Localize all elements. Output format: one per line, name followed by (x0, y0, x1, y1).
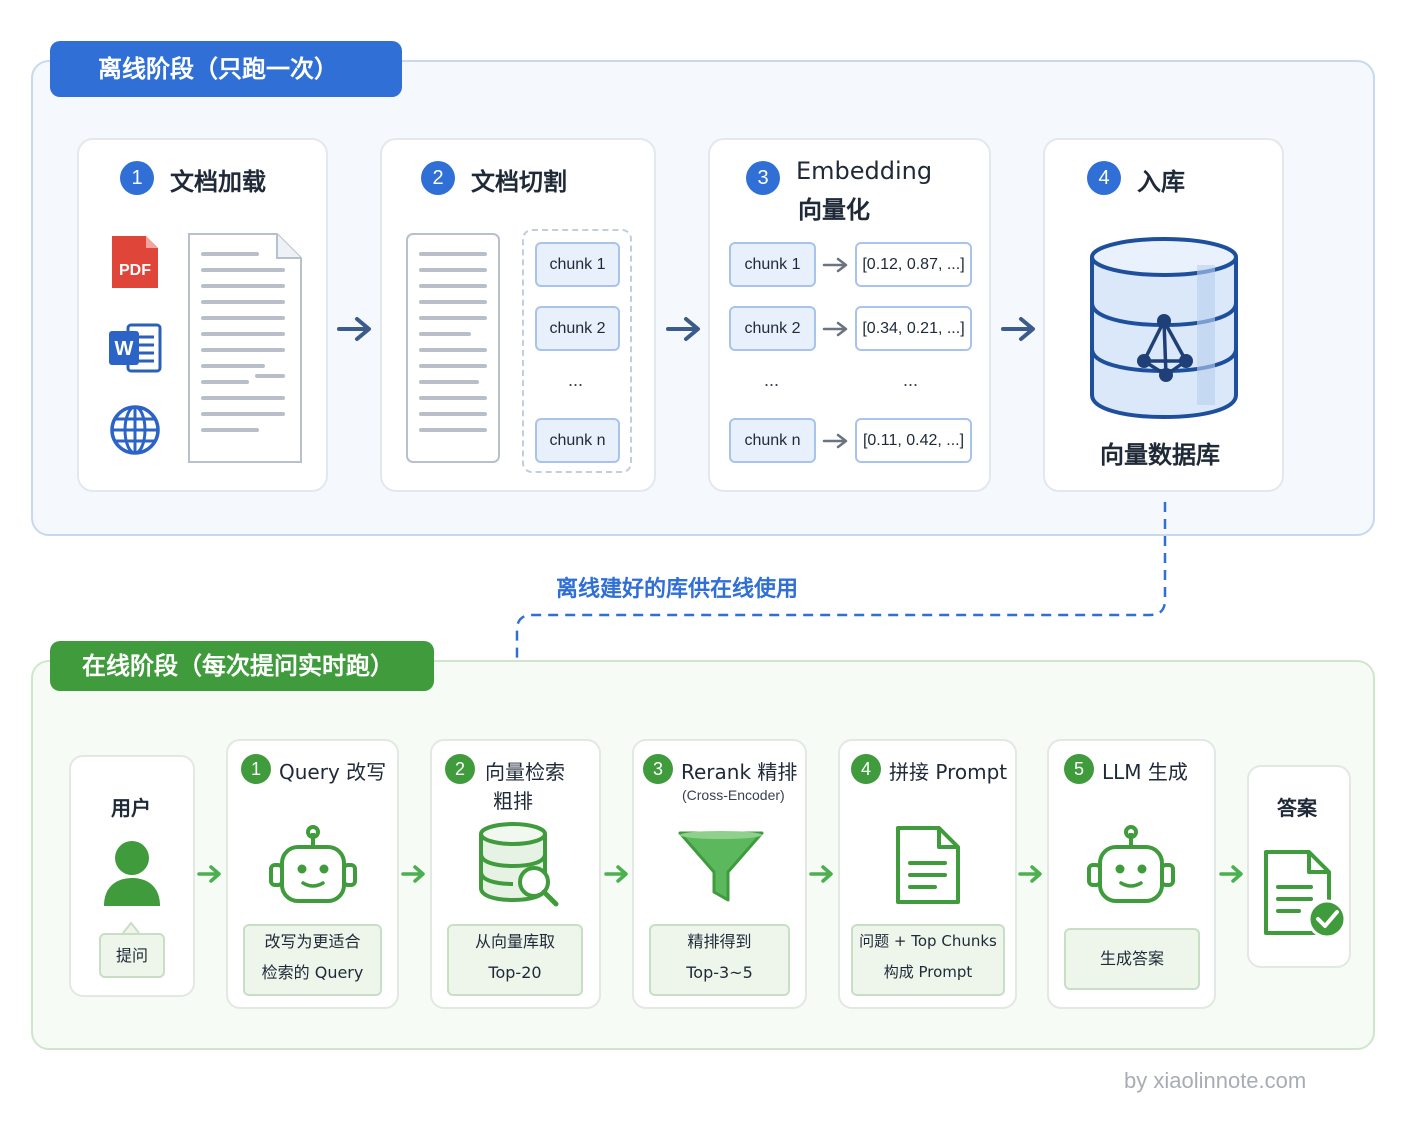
globe-icon (110, 405, 160, 455)
prompt-title: 拼接 Prompt (889, 760, 1008, 784)
online-step-number-2: 2 (445, 754, 475, 784)
vector-retrieval-box: 从向量库取 Top-20 (447, 924, 583, 996)
answer-document-check-icon (1264, 850, 1347, 939)
embedding-title: Embedding (796, 157, 933, 185)
vector-1: [0.12, 0.87, ...] (855, 242, 972, 287)
llm-title: LLM 生成 (1102, 760, 1188, 784)
embed-chunk-ellipsis: ... (764, 370, 780, 390)
document-icon (896, 826, 960, 904)
vector-retrieval-box-line1: 从向量库取 (474, 932, 555, 951)
rerank-box-line1: 精排得到 (687, 932, 752, 951)
step-number-3: 3 (746, 161, 780, 195)
speech-bubble-tail (122, 921, 140, 934)
chunk-group (522, 229, 632, 473)
prompt-box-line1: 问题 + Top Chunks (859, 932, 997, 950)
llm-box: 生成答案 (1064, 928, 1200, 990)
embed-chunk-n: chunk n (729, 418, 816, 463)
arrow-icon (604, 865, 628, 883)
small-arrow-icon (822, 433, 848, 449)
vector-n: [0.11, 0.42, ...] (855, 418, 972, 463)
answer-title: 答案 (1277, 796, 1317, 820)
rerank-box-line2: Top-3~5 (686, 963, 753, 982)
vector-retrieval-box-line2: Top-20 (488, 963, 542, 982)
arrow-icon (1219, 865, 1243, 883)
small-arrow-icon (822, 257, 848, 273)
word-icon-label: W (115, 338, 134, 360)
query-rewrite-title: Query 改写 (279, 760, 387, 784)
prompt-box: 问题 + Top Chunks 构成 Prompt (851, 924, 1005, 996)
arrow-icon (401, 865, 425, 883)
embed-chunk-2: chunk 2 (729, 306, 816, 351)
chunk-n: chunk n (535, 418, 620, 463)
ask-bubble: 提问 (99, 933, 165, 978)
arrow-icon (197, 865, 221, 883)
footer-credit: by xiaolinnote.com (1124, 1068, 1307, 1093)
vector-database-icon (1090, 237, 1238, 420)
step-number-2: 2 (421, 161, 455, 195)
vector-ellipsis: ... (903, 370, 919, 390)
robot-icon (1087, 825, 1175, 903)
small-arrow-icon (822, 321, 848, 337)
word-icon: W (109, 323, 162, 373)
query-rewrite-box: 改写为更适合 检索的 Query (243, 924, 382, 996)
arrow-icon (337, 317, 371, 341)
pdf-icon-label: PDF (119, 262, 151, 279)
vector-retrieval-title: 向量检索 (485, 760, 565, 784)
online-step-number-3: 3 (643, 754, 673, 784)
query-rewrite-box-line2: 检索的 Query (261, 963, 364, 982)
online-step-number-4: 4 (851, 754, 881, 784)
rerank-subtitle: (Cross-Encoder) (682, 787, 785, 803)
vector-2: [0.34, 0.21, ...] (855, 306, 972, 351)
prompt-box-line2: 构成 Prompt (883, 963, 973, 981)
robot-icon (269, 825, 357, 903)
connector-note: 离线建好的库供在线使用 (556, 577, 799, 602)
online-step-number-5: 5 (1064, 754, 1094, 784)
doc-load-title: 文档加载 (170, 168, 266, 196)
arrow-icon (809, 865, 833, 883)
step-number-1: 1 (120, 161, 154, 195)
doc-split-title: 文档切割 (471, 168, 567, 196)
arrow-icon (1018, 865, 1042, 883)
store-title: 入库 (1137, 168, 1185, 196)
user-avatar-icon (104, 841, 160, 906)
user-title: 用户 (111, 796, 151, 820)
chunk-1: chunk 1 (535, 242, 620, 287)
vector-retrieval-subtitle: 粗排 (493, 789, 533, 813)
arrow-icon (1001, 317, 1035, 341)
document-page-icon (188, 233, 302, 463)
query-rewrite-box-line1: 改写为更适合 (264, 932, 361, 951)
funnel-icon (678, 831, 764, 902)
arrow-icon (666, 317, 700, 341)
embed-chunk-1: chunk 1 (729, 242, 816, 287)
database-search-icon (479, 822, 559, 907)
pdf-icon: PDF (112, 236, 158, 288)
offline-stage-title: 离线阶段（只跑一次） (50, 41, 402, 97)
online-step-number-1: 1 (241, 754, 271, 784)
chunk-ellipsis: ... (568, 370, 584, 390)
embedding-subtitle: 向量化 (798, 196, 870, 224)
vector-database-label: 向量数据库 (1100, 441, 1220, 469)
rerank-title: Rerank 精排 (681, 760, 798, 784)
step-number-4: 4 (1087, 161, 1121, 195)
online-stage-title: 在线阶段（每次提问实时跑） (50, 641, 434, 691)
rerank-box: 精排得到 Top-3~5 (649, 924, 790, 996)
chunk-2: chunk 2 (535, 306, 620, 351)
document-page-icon (406, 233, 500, 463)
